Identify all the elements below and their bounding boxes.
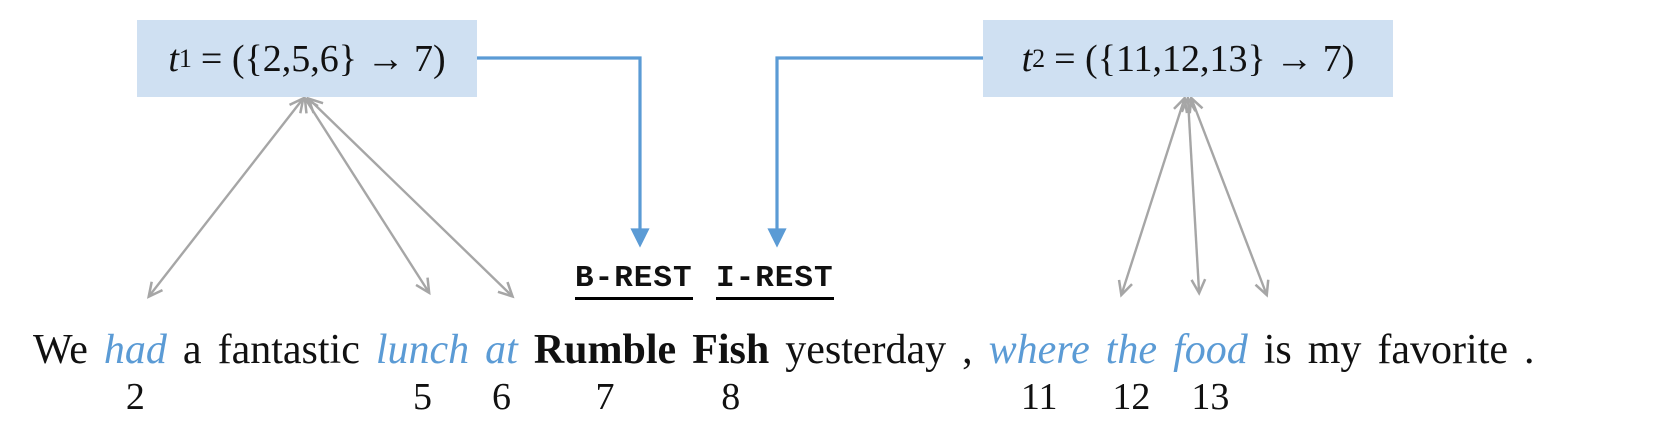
token-word: the [1105,327,1158,373]
token-index: 13 [1191,376,1230,419]
token-word: yesterday [785,327,947,373]
token: We [33,327,88,374]
token-word: food [1173,327,1248,373]
token-word: lunch [375,327,470,373]
token-index: 8 [721,376,741,419]
token-word: favorite [1377,327,1509,373]
connector-arrow-t2-to-i-rest [767,56,983,248]
token-word: We [33,327,88,373]
token-word: my [1307,327,1362,373]
token-index: 6 [491,376,511,419]
token-word: is [1263,327,1292,373]
token-index: 11 [1020,376,1058,419]
tuple-variable: t [1021,37,1033,80]
token-word: at [485,327,518,373]
tag-i-rest: I-REST [716,261,834,300]
token: yesterday [785,327,946,374]
token-word: , [962,327,973,373]
fan-arrow-t1-had [146,96,306,299]
token-index: 7 [595,376,615,419]
token-word: a [182,327,202,373]
token: a [183,327,202,374]
token: fantastic [218,327,360,374]
fan-arrow-t2-where [1117,95,1189,298]
token-word: . [1524,327,1535,373]
tag-b-rest: B-REST [575,261,693,300]
token: my [1308,327,1362,374]
fan-arrow-t2-food [1188,95,1270,298]
token-word: Rumble [533,327,677,373]
token-word: fantastic [217,327,360,373]
token-word: had [103,327,167,373]
token: is [1264,327,1292,374]
token: . [1524,327,1535,374]
tuple-expression: = ({11,12,13} → 7) [1054,37,1355,80]
token: favorite [1377,327,1508,374]
token-index: 5 [413,376,432,419]
token-word: where [988,327,1090,373]
fan-arrow-t2-the [1180,95,1207,296]
token: , [962,327,973,374]
tuple-expression: = ({2,5,6} → 7) [200,37,446,80]
tuple-variable: t [168,37,179,80]
fan-arrow-t1-at [306,96,515,299]
token-index: 2 [125,376,145,419]
token-index: 12 [1112,376,1151,419]
token-word: Fish [692,327,770,373]
connector-arrow-t1-to-b-rest [477,56,650,248]
